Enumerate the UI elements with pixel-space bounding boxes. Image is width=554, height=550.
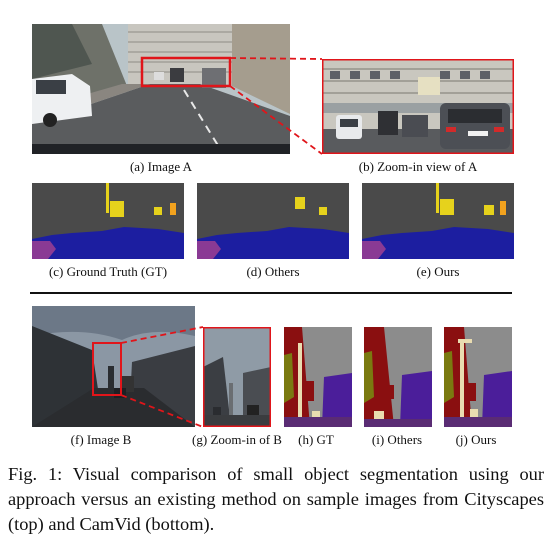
caption-f: (f) Image B: [70, 432, 132, 447]
image-b: [32, 306, 195, 427]
segmentation-gt-camvid: [284, 327, 352, 427]
zoom-in-view-a: [322, 59, 514, 154]
caption-a: (a) Image A: [129, 159, 193, 174]
caption-i: (i) Others: [371, 432, 423, 447]
caption-h: (h) GT: [298, 432, 334, 447]
caption-j: (j) Ours: [455, 432, 497, 447]
caption-g: (g) Zoom-in of B: [192, 432, 282, 447]
zoom-in-b: [203, 327, 271, 427]
image-a: [32, 24, 290, 154]
segmentation-others-camvid: [364, 327, 432, 427]
segmentation-ours-camvid: [444, 327, 512, 427]
segmentation-others-cityscapes: [197, 183, 349, 259]
segmentation-ground-truth: [32, 183, 184, 259]
segmentation-ours-cityscapes: [362, 183, 514, 259]
caption-b: (b) Zoom-in view of A: [358, 159, 478, 174]
caption-c: (c) Ground Truth (GT): [48, 264, 168, 279]
caption-e: (e) Ours: [416, 264, 460, 279]
figure-caption: Fig. 1: Visual comparison of small objec…: [8, 464, 544, 534]
caption-d: (d) Others: [246, 264, 300, 279]
section-divider: [30, 292, 512, 294]
